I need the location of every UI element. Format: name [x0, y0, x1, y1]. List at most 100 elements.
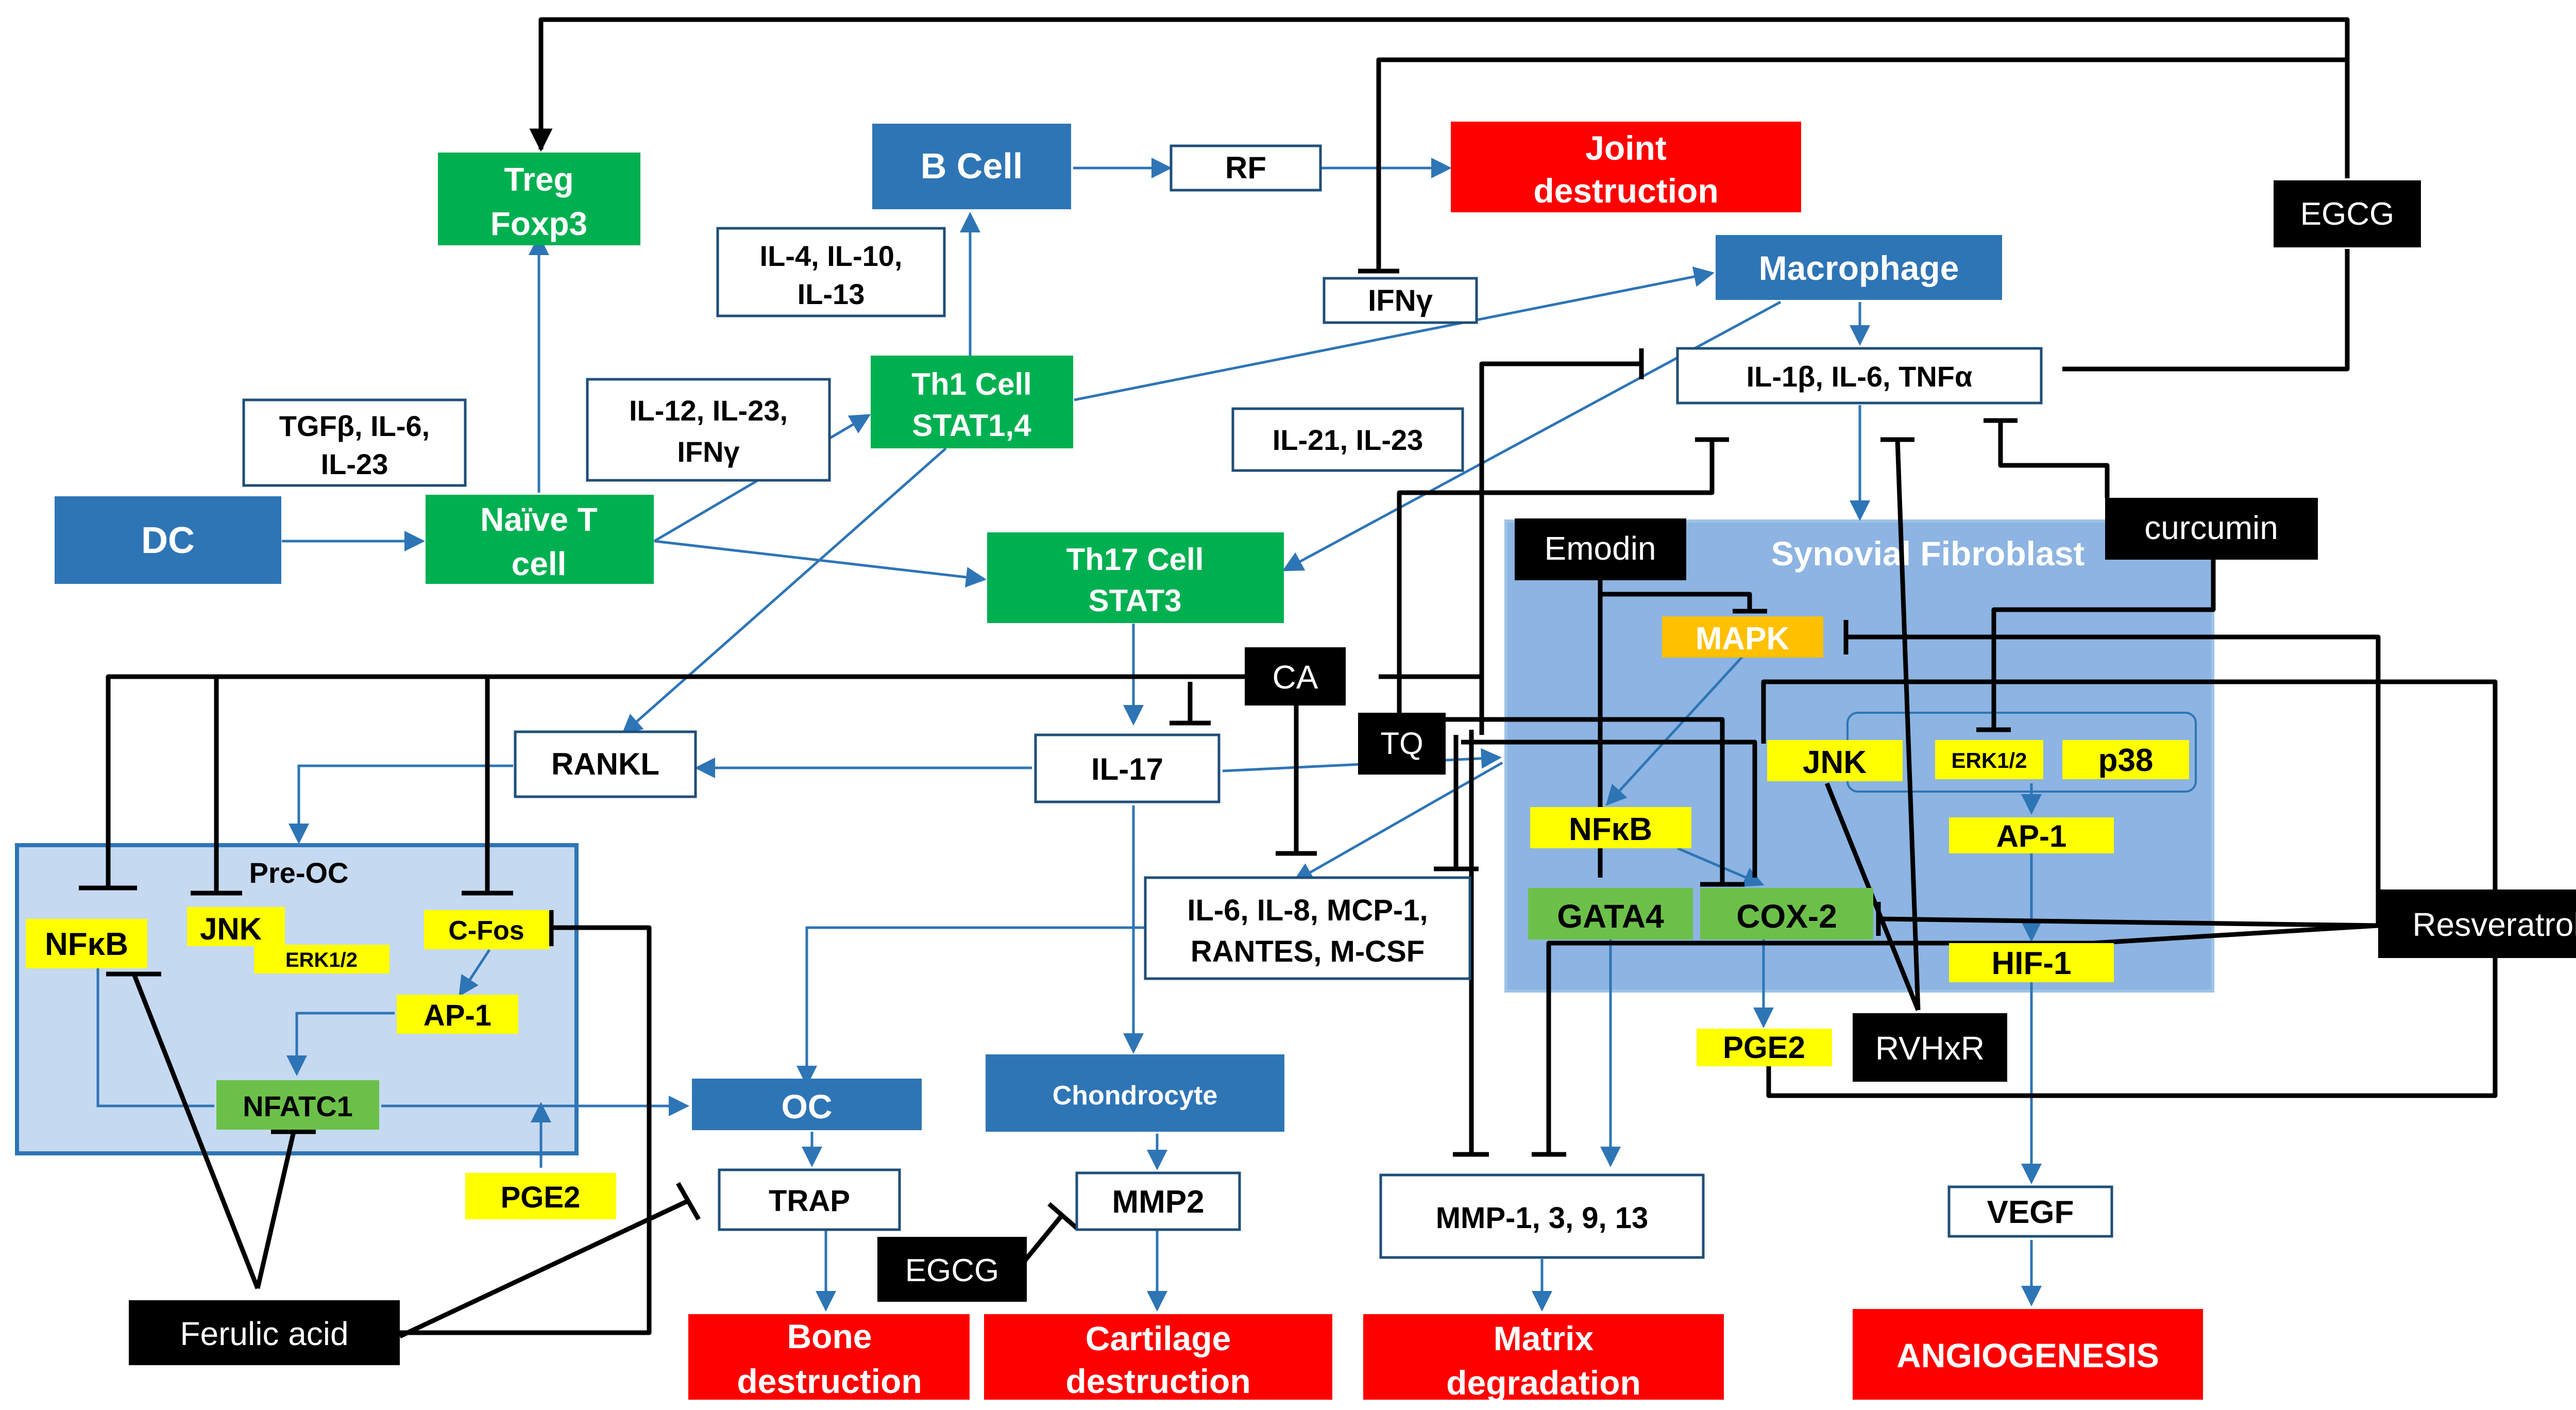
node-joint-destruction: Joint destruction: [1451, 122, 1801, 212]
tq-label: TQ: [1380, 726, 1423, 761]
chondrocyte-label: Chondrocyte: [1053, 1081, 1218, 1111]
cfos-label: C-Fos: [448, 916, 524, 946]
node-pge2-oc: PGE2: [465, 1173, 616, 1219]
node-cfos: C-Fos: [424, 910, 549, 949]
resveratrol-to-mmps: [1546, 923, 2379, 1154]
p38-label: p38: [2098, 743, 2154, 778]
node-egcg-bottom: EGCG: [877, 1237, 1027, 1302]
ferulic-to-trap: [399, 1198, 689, 1339]
curcumin-to-erk: [1991, 555, 2216, 730]
node-p38: p38: [2062, 740, 2189, 779]
nfatc1-label: NFATC1: [243, 1090, 353, 1122]
node-hif1: HIF-1: [1949, 943, 2114, 982]
il12-label-line2: IFNγ: [677, 435, 739, 468]
ap1-sf-label: AP-1: [1996, 819, 2067, 853]
node-vegf: VEGF: [1947, 1185, 2113, 1238]
treg-label-line1: Treg: [504, 161, 573, 198]
node-il4-il10-il13: IL-4, IL-10, IL-13: [716, 227, 946, 317]
node-angiogenesis: ANGIOGENESIS: [1853, 1309, 2203, 1400]
node-macrophage: Macrophage: [1716, 235, 2002, 300]
node-matrix-degradation: Matrix degradation: [1363, 1314, 1724, 1402]
nfkb-oc-label: NFκB: [45, 927, 128, 962]
node-cartilage-destruction: Cartilage destruction: [984, 1314, 1332, 1400]
jnk-oc-label: JNK: [200, 912, 262, 946]
b-cell-label: B Cell: [921, 146, 1023, 186]
node-mmp2: MMP2: [1075, 1171, 1241, 1231]
emodin-label: Emodin: [1545, 530, 1656, 567]
node-jnk-oc: JNK: [187, 907, 285, 946]
resveratrol-to-cox2: [1878, 916, 2379, 928]
matrix-degradation-line2: degradation: [1446, 1364, 1641, 1402]
egcg-loop-to-treg: [529, 17, 2350, 178]
node-il12-il23-ifng: IL-12, IL-23, IFNγ: [586, 378, 831, 482]
arrow-ap1-nfatc1: [286, 1012, 395, 1076]
node-resveratrol: Resveratrol: [2378, 889, 2576, 958]
arrow-mapk-nfkb: [1605, 655, 1744, 806]
matrix-degradation-line1: Matrix: [1494, 1319, 1594, 1357]
node-il21-il23: IL-21, IL-23: [1231, 407, 1464, 472]
il12-label-line1: IL-12, IL-23,: [629, 394, 788, 427]
node-ap1-oc: AP-1: [397, 995, 518, 1034]
node-egcg-top: EGCG: [2274, 180, 2421, 247]
il17-label: IL-17: [1091, 752, 1163, 786]
pre-oc-title: Pre-OC: [249, 857, 349, 889]
node-dc: DC: [55, 496, 281, 584]
node-gata4: GATA4: [1528, 888, 1693, 939]
arrow-cfos-ap1: [459, 949, 491, 997]
pge2-oc-label: PGE2: [501, 1181, 581, 1214]
tq-to-cox2: [1461, 740, 1757, 878]
trap-tbar-ferulic: [676, 1182, 701, 1221]
node-curcumin: curcumin: [2105, 498, 2318, 560]
node-nfkb-oc: NFκB: [26, 919, 147, 968]
node-jnk-sf: JNK: [1767, 740, 1903, 781]
arrow-th1-macrophage: [1074, 266, 1715, 401]
rvhxr-to-il1: [1895, 439, 1921, 1011]
cytokines-label-line2: RANTES, M-CSF: [1191, 935, 1425, 968]
node-trap: TRAP: [718, 1168, 901, 1231]
tq-to-gata4: [1429, 717, 1725, 884]
vegf-label: VEGF: [1987, 1195, 2074, 1230]
rvhxr-label: RVHxR: [1875, 1030, 1985, 1067]
resveratrol-to-pge2: [1766, 936, 2498, 1098]
treg-label-line2: Foxp3: [490, 205, 587, 242]
il21-il23-label: IL-21, IL-23: [1273, 424, 1423, 456]
synovial-fibroblast-title: Synovial Fibroblast: [1771, 534, 2085, 573]
node-il1-il6-tnfa: IL-1β, IL-6, TNFα: [1676, 347, 2043, 405]
th17-label-line1: Th17 Cell: [1066, 542, 1204, 577]
arrow-rankl-preoc: [289, 764, 513, 844]
ferulic-to-nfkb: [131, 973, 260, 1289]
node-erk-sf: ERK1/2: [1935, 740, 2043, 779]
node-emodin: Emodin: [1515, 518, 1686, 580]
ferulic-to-nfatc1: [255, 1131, 296, 1289]
node-mmps: MMP-1, 3, 9, 13: [1379, 1173, 1705, 1259]
resveratrol-to-mapk: [1846, 634, 2381, 926]
angiogenesis-label: ANGIOGENESIS: [1896, 1336, 2159, 1374]
emodin-to-mapk: [1598, 575, 1752, 611]
cartilage-destruction-line1: Cartilage: [1086, 1319, 1231, 1357]
node-bone-destruction: Bone destruction: [688, 1314, 970, 1400]
arrow-th1-rankl: [621, 447, 947, 735]
erk-sf-label: ERK1/2: [1951, 748, 2027, 773]
node-treg: Treg Foxp3: [438, 153, 640, 245]
cytokines-label-line1: IL-6, IL-8, MCP-1,: [1187, 894, 1428, 927]
th17-label-line2: STAT3: [1088, 583, 1181, 618]
emodin-to-il1: [1397, 440, 1715, 735]
node-il6-il8-cytokines: IL-6, IL-8, MCP-1, RANTES, M-CSF: [1144, 876, 1471, 980]
node-b-cell: B Cell: [872, 124, 1071, 209]
ca-connector: [1379, 580, 1484, 679]
ferulic-acid-label: Ferulic acid: [180, 1315, 348, 1352]
ifng-label: IFNγ: [1368, 284, 1433, 317]
bone-destruction-line2: destruction: [737, 1362, 922, 1400]
node-chondrocyte: Chondrocyte: [986, 1054, 1284, 1132]
node-th17: Th17 Cell STAT3: [987, 532, 1284, 623]
arrow-synovial-cytokines: [1292, 761, 1503, 883]
ap1-oc-label: AP-1: [423, 999, 492, 1032]
naive-t-label-line1: Naïve T: [480, 501, 598, 538]
hif1-label: HIF-1: [1992, 946, 2072, 981]
node-rvhxr: RVHxR: [1853, 1013, 2007, 1082]
rf-label: RF: [1225, 150, 1266, 185]
node-oc: OC: [692, 1079, 922, 1130]
node-nfkb-sf: NFκB: [1530, 807, 1691, 848]
egcg-il1-link: [2062, 249, 2350, 372]
node-naive-t: Naïve T cell: [426, 495, 654, 584]
